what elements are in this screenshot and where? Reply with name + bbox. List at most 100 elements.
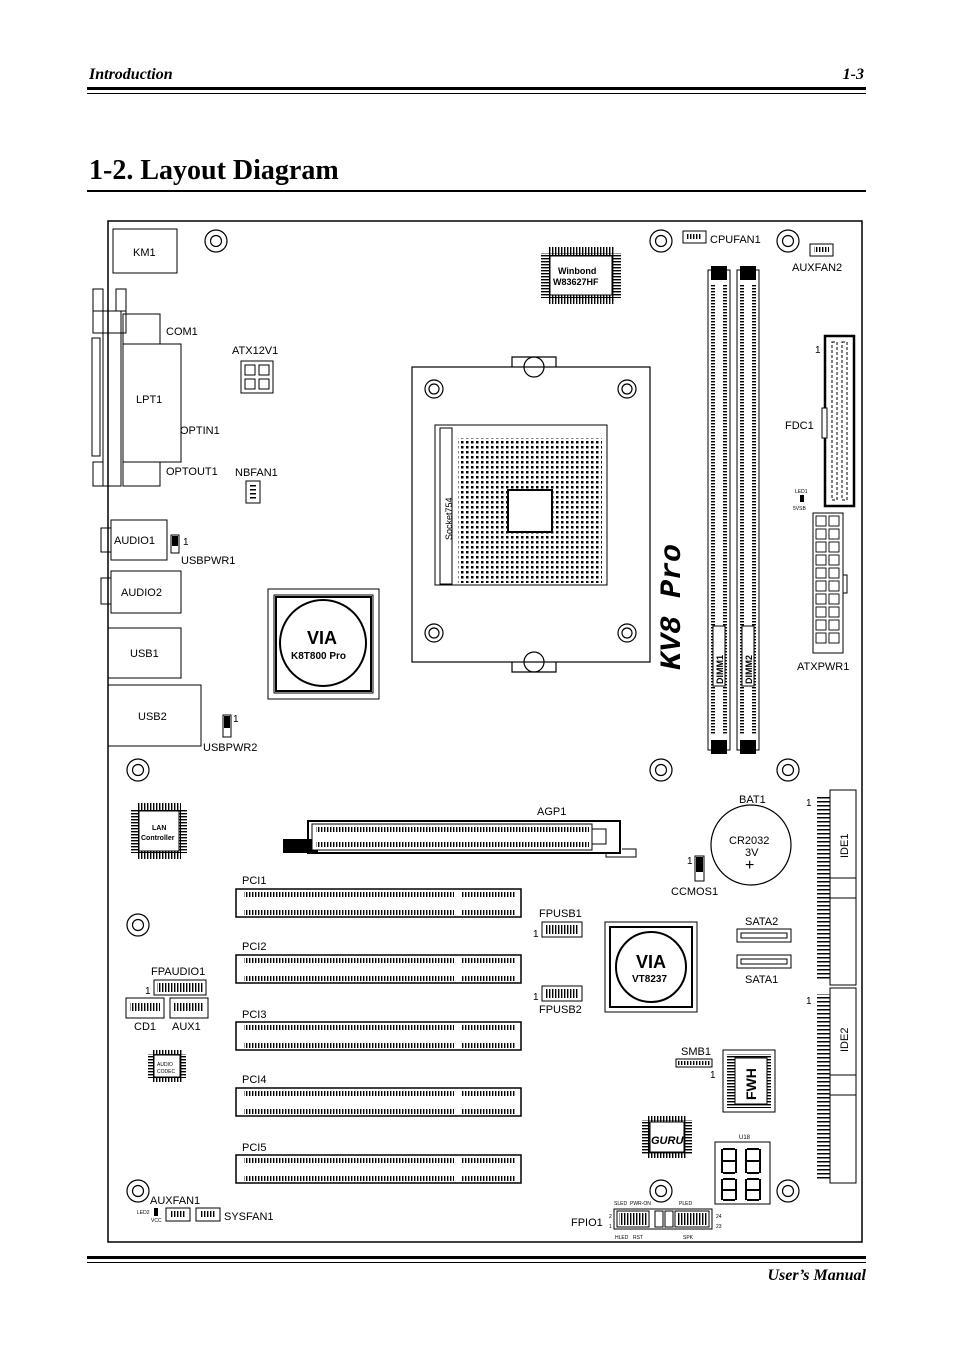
agp1-label: AGP1 [537,806,566,818]
atx12v1-label: ATX12V1 [232,345,278,357]
auxfan2-label: AUXFAN2 [792,262,842,274]
header-page-number: 1-3 [842,66,864,83]
smb1-header [675,1058,713,1068]
pci3-slot [235,1021,522,1051]
pci4-slot [235,1087,522,1117]
diagram-label-pin1: 1 [183,537,189,548]
diagram-label-audio_codec1: AUDIO [157,1062,173,1068]
footer-text: User’s Manual [767,1267,866,1284]
fpusb2-header [541,985,583,1002]
usbpwr1-jumper [170,534,180,554]
usb1-port [107,627,182,679]
diagram-label-vcc: VCC [151,1218,162,1224]
audio2-label: AUDIO2 [121,587,162,599]
diagram-label-pin2: 2 [609,1214,612,1220]
diagram-label-fivevsb: 5VSB [793,506,806,512]
diagram-label-pin1: 1 [609,1224,612,1230]
fdc1-connector [821,334,856,508]
fwh-label: FWH [743,1068,759,1100]
diagram-label-pin1: 1 [815,345,821,356]
diagram-label-pled: PLED [679,1201,692,1207]
ide2-label: IDE2 [839,1028,851,1052]
usb1-label: USB1 [130,648,159,660]
smb1-label: SMB1 [681,1046,711,1058]
lan-controller-chip [131,803,187,859]
audio2-jack [110,570,182,614]
cpufan1-label: CPUFAN1 [710,234,761,246]
nbfan1-label: NBFAN1 [235,467,278,479]
cpufan1-connector [682,230,707,244]
fwh-chip [722,1049,776,1113]
footer-rule-thick [87,1256,866,1259]
diagram-label-lan1: LAN [152,825,166,832]
led1-indicator [800,495,804,502]
cd1-connector [125,997,165,1019]
diagram-label-led2: LED2 [137,1210,150,1216]
fpusb1-header [541,921,583,938]
diagram-label-pin23: 23 [716,1224,722,1230]
diagram-label-sled: SLED [614,1201,627,1207]
pci4-label: PCI4 [242,1074,266,1086]
u18-display [714,1141,771,1205]
diagram-label-lan2: Controller [141,835,175,842]
diagram-label-spk: SPK [683,1235,694,1241]
lpt1-label: LPT1 [136,394,162,406]
auxfan1-connector [165,1207,191,1222]
header-rule-thick [87,87,866,90]
diagram-label-rst: RST [633,1235,643,1241]
winbond-model: W83627HF [553,277,599,287]
pci5-slot [235,1154,522,1184]
diagram-label-pin24: 24 [716,1214,722,1220]
cd1-label: CD1 [134,1021,156,1033]
ide2-connector [817,987,857,1184]
optout1-label: OPTOUT1 [166,466,218,478]
diagram-label-pin1: 1 [145,986,151,997]
usb2-port [107,684,202,747]
diagram-label-pin1: 1 [806,798,812,809]
agp1-slot [283,820,637,858]
pci1-slot [235,888,522,918]
fpio1-label: FPIO1 [571,1217,603,1229]
usbpwr2-label: USBPWR2 [203,742,257,754]
footer-rule-thin [87,1262,866,1263]
sata2-label: SATA2 [745,916,778,928]
dimm2-slot [736,266,760,754]
via-nb-logo: VIA [307,628,337,648]
ide1-connector [817,789,857,986]
dimm1-slot [707,266,731,754]
page-title: 1-2. Layout Diagram [89,155,339,186]
usb2-label: USB2 [138,711,167,723]
km1-port [112,228,178,274]
nbfan1-connector [245,480,261,504]
via-vt8237-chip [604,921,698,1013]
pci5-label: PCI5 [242,1142,266,1154]
bat1-label: BAT1 [739,794,766,806]
km1-label: KM1 [133,247,156,259]
battery-type: CR2032 [729,835,769,847]
board-model-text: KV8 Pro [656,544,690,670]
header-section: Introduction [89,66,173,83]
diagram-label-pin1: 1 [710,1070,716,1081]
socket-label: Socket754 [444,497,454,540]
via-sb-logo: VIA [636,952,666,972]
fpusb1-label: FPUSB1 [539,908,582,920]
dimm1-label: DIMM1 [715,655,725,684]
diagram-label-pin1: 1 [533,929,539,940]
pci2-label: PCI2 [242,941,266,953]
com1-label: COM1 [166,326,198,338]
optin1-label: OPTIN1 [180,425,220,437]
guru-chip [642,1116,692,1158]
diagram-label-volt: 3V [745,847,759,859]
battery-bat1 [710,804,792,886]
aux1-label: AUX1 [172,1021,201,1033]
via-nb-model: K8T800 Pro [291,651,346,662]
mounting-holes [126,229,800,1203]
audio1-jack [110,519,168,561]
diagram-label-led1: LED1 [795,489,808,495]
diagram-label-pin1: 1 [806,996,812,1007]
sata2-connector [736,928,792,943]
fpaudio1-label: FPAUDIO1 [151,966,205,978]
ide1-label: IDE1 [839,834,851,858]
fpio1-header [613,1208,713,1230]
